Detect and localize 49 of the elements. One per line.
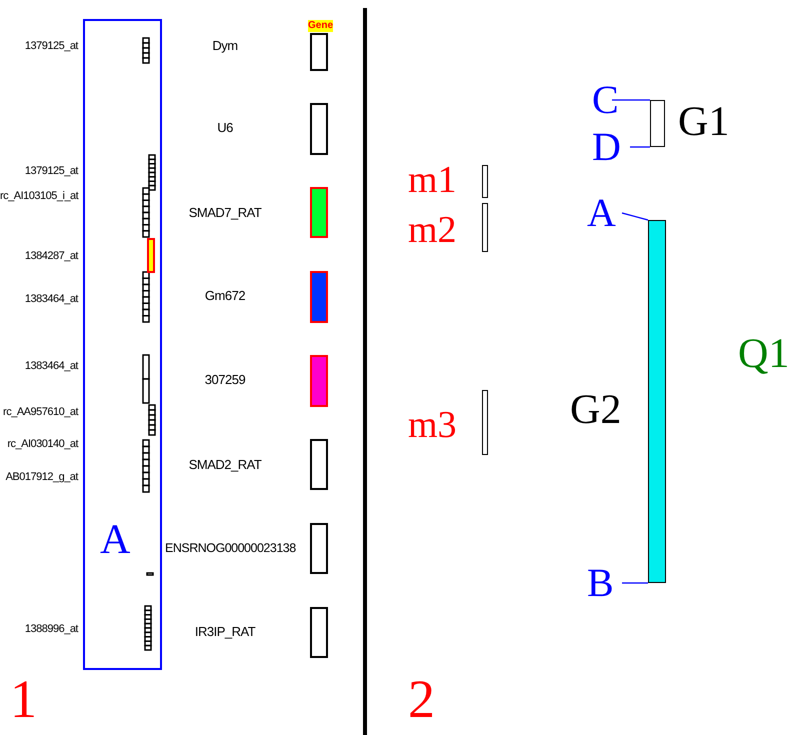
gene-box	[310, 33, 328, 71]
probe-id: rc_AI030140_at	[6, 438, 78, 450]
gene-box	[310, 607, 328, 658]
gene-label: G2	[570, 388, 622, 432]
panel-number: 1	[10, 668, 37, 730]
probe-id: rc_AA957610_at	[2, 406, 78, 418]
marker-box	[482, 203, 488, 252]
position-letter-text: C	[592, 80, 619, 120]
region-frame	[83, 19, 162, 670]
gene-label: G1	[678, 100, 730, 144]
probe-id: 1379125_at	[24, 40, 78, 52]
marker-name: m2	[408, 210, 457, 250]
position-letter-text: A	[587, 193, 616, 233]
panel-number: 2	[408, 668, 435, 730]
probe-id: 1383464_at	[24, 293, 78, 305]
leader-line	[622, 582, 648, 584]
gene-name: Dym	[211, 38, 239, 53]
region-letter: A	[100, 516, 130, 564]
gene-box	[310, 355, 328, 407]
gene-name: ENSRNOG00000023138	[165, 541, 296, 555]
probe-id: 1384287_at	[24, 250, 78, 262]
column-header: Gene	[308, 20, 334, 32]
position-letter-text: D	[592, 127, 621, 167]
gene-name: SMAD2_RAT	[188, 457, 262, 472]
probe-id: 1379125_at	[24, 165, 78, 177]
marker-name: m3	[408, 405, 457, 445]
leader-line	[612, 99, 650, 101]
qtl-bar	[648, 220, 666, 583]
probe-id: AB017912_g_at	[4, 471, 78, 483]
gene-name: 307259	[204, 372, 246, 387]
position-letter-text: B	[587, 563, 614, 603]
probe-id: 1383464_at	[24, 360, 78, 372]
gene-name: IR3IP_RAT	[194, 624, 256, 639]
probe-id: 1388996_at	[24, 623, 78, 635]
gene-box	[310, 103, 328, 155]
marker-box	[482, 165, 488, 198]
leader-line	[622, 212, 648, 221]
gene-box	[310, 187, 328, 238]
gene-box	[650, 100, 665, 147]
gene-box	[310, 523, 328, 574]
marker-name: m1	[408, 160, 457, 200]
gene-name: SMAD7_RAT	[188, 205, 262, 220]
gene-box	[310, 271, 328, 323]
leader-line	[630, 146, 650, 148]
gene-box	[310, 439, 328, 490]
gene-name: Gm672	[204, 288, 246, 303]
marker-box	[482, 390, 488, 455]
qtl-label: Q1	[738, 330, 790, 378]
gene-name: U6	[216, 120, 234, 135]
